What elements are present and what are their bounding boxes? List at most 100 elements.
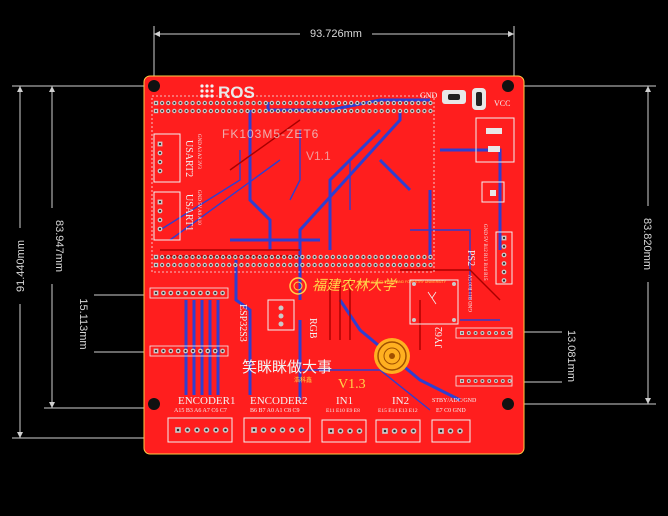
pin-hole xyxy=(264,264,267,266)
pin-hole xyxy=(295,110,298,112)
pin-hole xyxy=(374,256,377,258)
pin-hole xyxy=(191,349,195,353)
pin-hole xyxy=(283,110,286,112)
pin-hole xyxy=(502,270,506,274)
in1-pins: E11 E10 E9 E8 xyxy=(326,408,360,414)
pin-hole xyxy=(501,380,504,382)
pin-hole xyxy=(173,102,176,104)
pin-hole xyxy=(199,291,202,295)
grid-dots-icon xyxy=(200,84,214,98)
pin-hole xyxy=(240,264,243,266)
in1-connector: IN1 E11 E10 E9 E8 xyxy=(321,395,367,443)
pin-hole xyxy=(228,264,231,266)
pin-hole xyxy=(289,102,292,104)
pin-hole xyxy=(179,110,182,112)
pin-hole xyxy=(481,380,484,382)
pin-hole xyxy=(338,256,340,258)
pin-hole xyxy=(399,110,401,112)
pin-hole xyxy=(222,102,225,104)
pin-hole xyxy=(246,264,249,266)
pin-hole xyxy=(221,349,224,353)
pin-hole xyxy=(461,380,463,382)
pin-hole xyxy=(411,110,414,112)
pin-hole xyxy=(368,110,371,112)
pin-hole xyxy=(185,264,188,266)
pin-hole xyxy=(179,264,182,266)
pin-hole xyxy=(173,256,176,258)
pin-hole xyxy=(177,349,180,353)
pin-hole xyxy=(386,256,389,258)
pin-hole xyxy=(167,256,170,258)
pin-hole xyxy=(350,256,353,258)
mount-hole-br xyxy=(502,398,514,410)
pin-hole xyxy=(474,380,477,382)
pin-hole xyxy=(197,264,200,266)
pin-hole xyxy=(264,110,267,112)
pin-hole xyxy=(205,428,208,432)
pin-hole xyxy=(246,102,249,104)
pin-hole xyxy=(177,291,180,295)
jy62-label: JY62 xyxy=(434,327,445,348)
pin-hole xyxy=(417,110,420,112)
esp32s3-label: ESP32S3 xyxy=(237,304,248,342)
pin-hole xyxy=(380,264,383,266)
pin-hole xyxy=(393,429,396,433)
pin-hole xyxy=(155,110,157,112)
pin-hole xyxy=(270,256,273,258)
pin-hole xyxy=(411,264,414,266)
pin-hole xyxy=(412,429,415,433)
ros-logo: ROS xyxy=(200,83,255,102)
pin-hole xyxy=(209,264,212,266)
ps2-connector: PS2 GND 5V B12 B13 B14 B15 xyxy=(465,224,513,285)
pin-hole xyxy=(508,380,511,382)
pin-hole xyxy=(185,256,188,258)
pin-hole xyxy=(362,264,365,266)
pin-hole xyxy=(502,262,506,265)
pin-hole xyxy=(185,110,188,112)
pin-hole xyxy=(228,102,231,104)
emblem-icon xyxy=(374,338,410,374)
pin-hole xyxy=(344,102,347,104)
pin-hole xyxy=(344,110,347,112)
mcu-header-top xyxy=(153,100,433,114)
pin-hole xyxy=(356,264,359,266)
pin-hole xyxy=(449,429,452,433)
pin-hole xyxy=(368,102,371,104)
pin-hole xyxy=(362,256,365,258)
encoder1-connector: ENCODER1 A15 B3 A6 A7 C6 C7 xyxy=(167,395,235,443)
pin-hole xyxy=(270,110,273,112)
pin-hole xyxy=(176,428,180,432)
pin-hole xyxy=(264,256,267,258)
pin-hole xyxy=(295,256,298,258)
pin-hole xyxy=(295,264,298,266)
pin-hole xyxy=(179,102,182,104)
esp32s3-module: ESP32S3 RGB xyxy=(237,299,318,342)
pin-hole xyxy=(417,102,420,104)
pin-hole xyxy=(158,160,162,164)
pin-hole xyxy=(399,102,401,104)
pin-hole xyxy=(203,102,206,104)
pin-hole xyxy=(246,256,249,258)
pin-hole xyxy=(216,256,218,258)
university-name-en: FUJIAN AGRICULTURE AND FORESTRY UNIVERSI… xyxy=(358,280,447,284)
encoder2-label: ENCODER2 xyxy=(250,395,307,407)
pin-hole xyxy=(338,264,340,266)
pin-hole xyxy=(161,264,164,266)
pin-hole xyxy=(191,264,194,266)
pin-hole xyxy=(405,264,408,266)
pin-hole xyxy=(161,110,164,112)
pin-hole xyxy=(158,209,162,213)
left-header-bottom xyxy=(149,345,229,357)
pin-hole xyxy=(184,291,187,295)
encoder1-label: ENCODER1 xyxy=(178,395,235,407)
pin-hole xyxy=(411,102,414,104)
usart2-label: USART2 xyxy=(183,140,194,177)
mcu-version: V1.1 xyxy=(306,149,331,163)
pin-hole xyxy=(405,256,408,258)
pin-hole xyxy=(169,291,172,295)
pin-hole xyxy=(179,256,182,258)
pin-hole xyxy=(209,110,212,112)
pin-hole xyxy=(216,110,218,112)
pin-hole xyxy=(214,291,217,295)
dim-height-inner-label: 83.947mm xyxy=(53,220,65,272)
